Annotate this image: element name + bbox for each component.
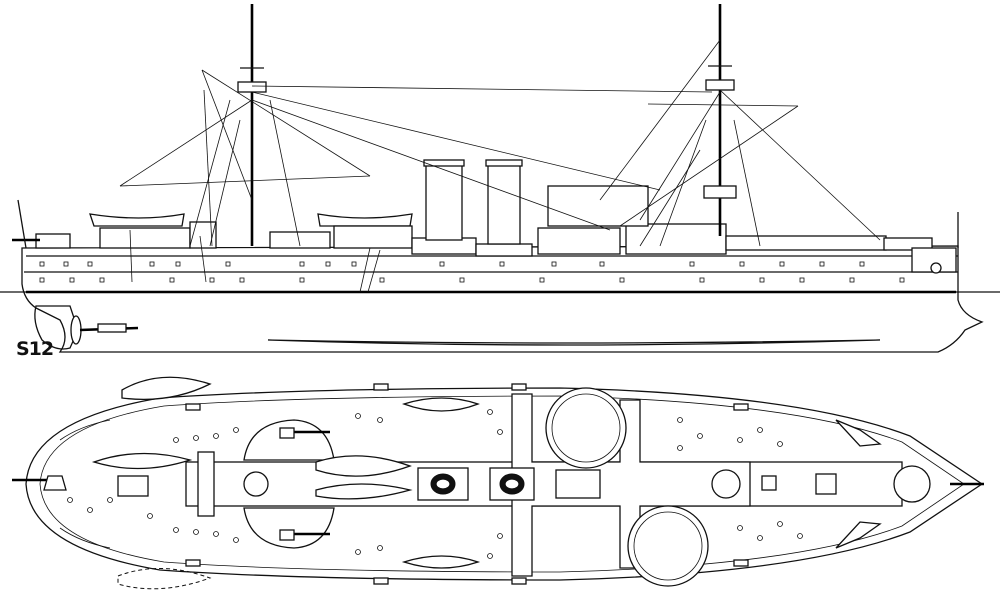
superstructure [35, 185, 957, 274]
funnels [423, 159, 523, 245]
aft-funnel [487, 163, 521, 245]
deck-scuttles [67, 409, 803, 559]
forward-barbette [545, 387, 627, 469]
deck-plan-view [12, 376, 984, 590]
boat-midship [315, 455, 412, 477]
side-elevation-view [0, 4, 1000, 353]
masts [237, 4, 737, 246]
boat-davit [121, 376, 212, 401]
boat-aft [91, 452, 193, 470]
boat-port [401, 397, 480, 412]
stern-jackstaff [17, 199, 27, 249]
stern-rail [59, 419, 111, 441]
boats [91, 376, 481, 590]
boat-starboard [401, 555, 481, 569]
forward-funnel [425, 163, 463, 241]
funnel-tops [417, 467, 535, 501]
boat-outboard-dashed [117, 568, 212, 590]
barbettes [545, 387, 709, 587]
deck-fittings [43, 383, 931, 585]
rudder-propeller [34, 305, 139, 350]
hull-outline [21, 245, 984, 353]
sponsons [243, 419, 335, 549]
portholes [39, 261, 905, 283]
boat-midship-2 [315, 483, 413, 500]
aft-barbette [627, 505, 709, 587]
bilge-keel [267, 339, 881, 346]
rigging [119, 39, 881, 293]
drawing-label: S12 [16, 338, 54, 360]
